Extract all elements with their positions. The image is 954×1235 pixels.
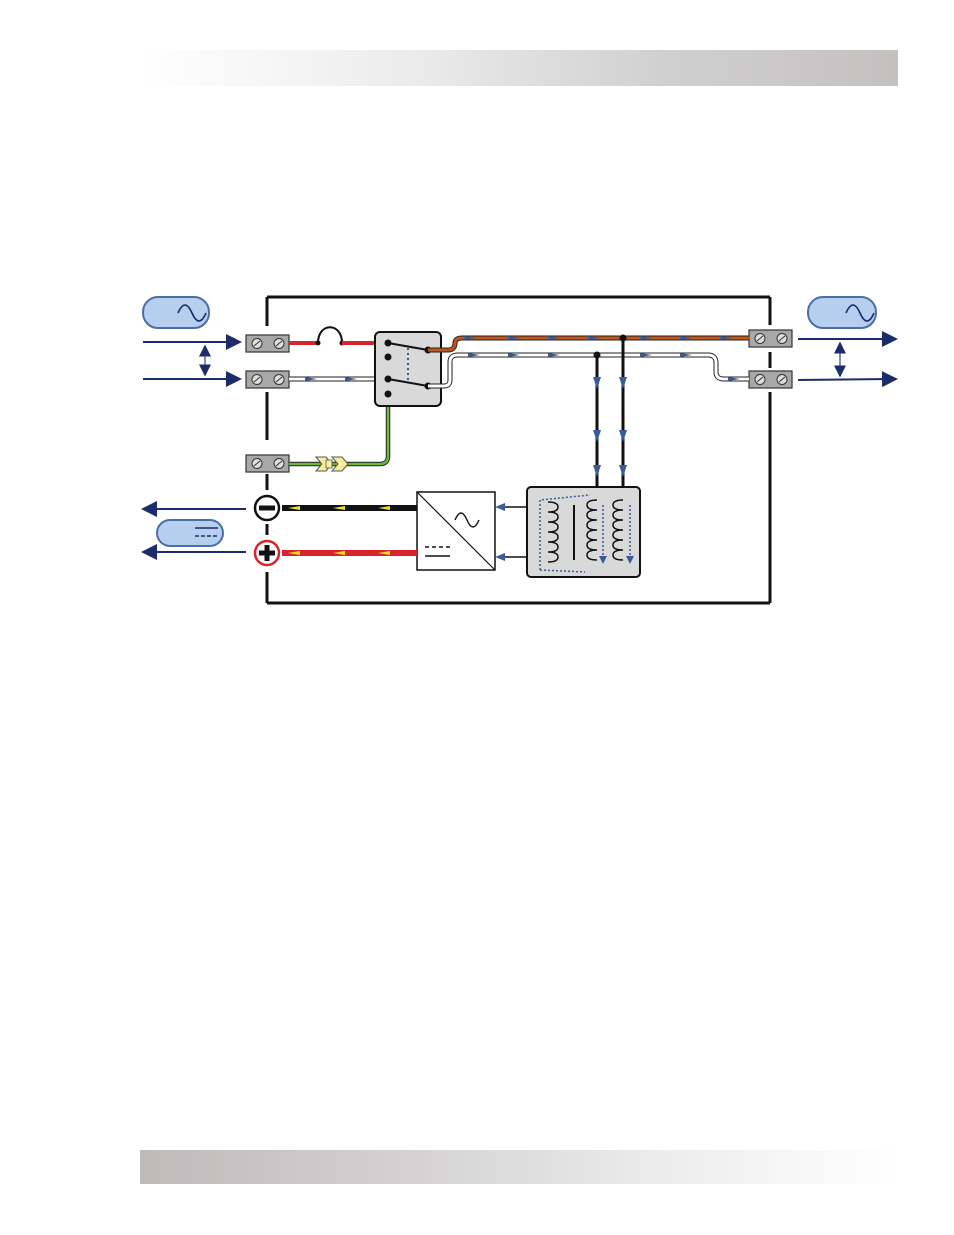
transformer-icon	[526, 486, 641, 578]
dc-negative-wire	[282, 505, 417, 511]
sine-wave-icon	[845, 304, 875, 322]
neutral-output-wire	[428, 351, 749, 389]
dc-output-lines	[141, 501, 246, 560]
neutral-input-wire	[289, 376, 388, 382]
ground-wire	[289, 395, 391, 472]
ground-filter-icon	[314, 456, 349, 472]
inverter-charger-icon	[416, 491, 496, 571]
hot-input-wire	[289, 326, 388, 346]
ac-output-hot-terminal	[748, 329, 793, 348]
transfer-relay-icon	[374, 331, 442, 407]
ground-terminal	[245, 454, 290, 473]
footer-bar	[140, 1150, 898, 1184]
ac-output-badge	[807, 296, 877, 329]
positive-terminal-icon	[253, 539, 281, 567]
header-bar	[140, 50, 898, 86]
transformer-to-inverter-arrows	[495, 503, 527, 561]
enclosure-outline	[265, 295, 772, 605]
fuse-icon	[317, 326, 343, 344]
sine-wave-icon	[177, 304, 207, 322]
ac-input-hot-terminal	[245, 334, 290, 353]
dc-positive-wire	[282, 550, 417, 556]
dc-badge	[156, 519, 224, 547]
transformer-feed-wires	[593, 338, 627, 500]
ac-output-neutral-terminal	[748, 370, 793, 389]
ac-input-lines	[143, 334, 242, 387]
hot-output-wire	[428, 334, 749, 353]
negative-terminal-icon	[253, 494, 281, 522]
ac-input-neutral-terminal	[245, 370, 290, 389]
ac-output-lines	[797, 331, 898, 388]
ac-input-badge	[142, 296, 210, 329]
